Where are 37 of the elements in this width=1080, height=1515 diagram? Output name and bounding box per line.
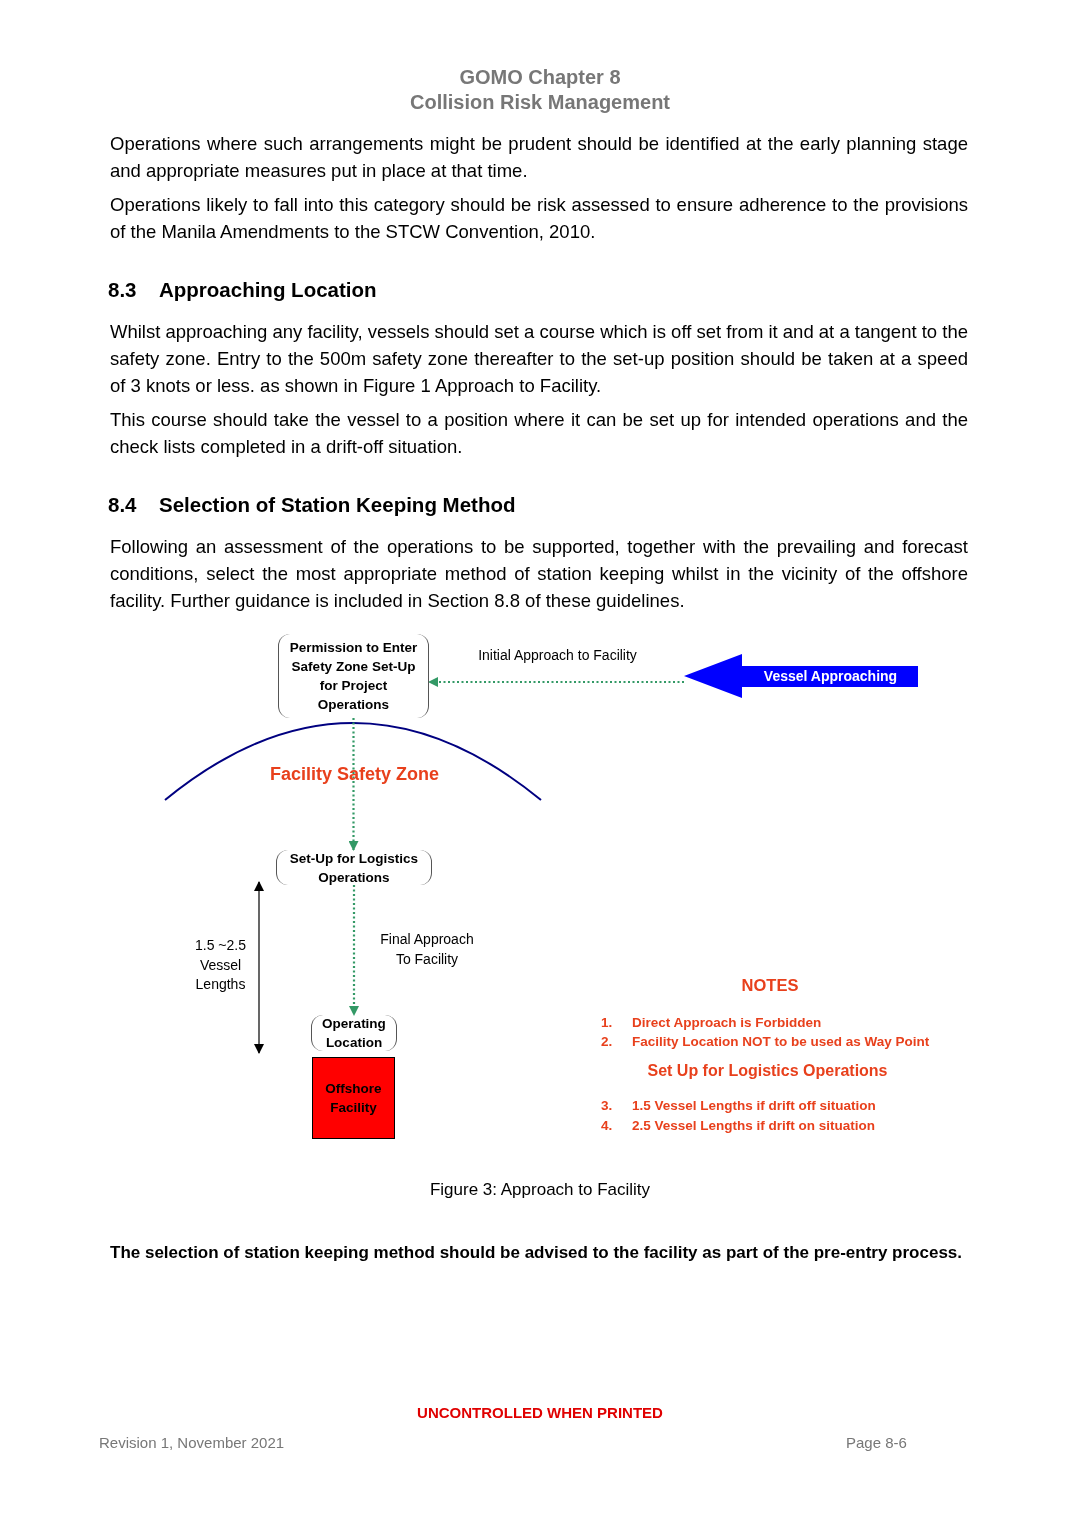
arrow [348, 718, 359, 851]
location-box: Operating Location [311, 1015, 397, 1051]
facility-box: Offshore Facility [312, 1057, 395, 1139]
note-text: 2.5 Vessel Lengths if drift on situation [632, 1118, 877, 1133]
paragraph: This course should take the vessel to a position where it can be set up for intended operations and the check lists completed in a drift-off situation. [110, 408, 968, 459]
dimension-label: 1.5 ~2.5 Vessel Lengths [194, 936, 247, 994]
paragraph: Following an assessment of the operations to be supported, together with the prevailing and forecast conditions, select the most appropriate method of station keeping whilst in the vicinity of the offshore facility. Further guidance is included in Section 8.8 of these guidelines. [110, 535, 968, 613]
paragraph: Whilst approaching any facility, vessels should set a course which is off set from it and at a tangent to the safety zone. Entry to the 500m safety zone thereafter to the set-up position should be taken at a speed of 3 knots or less. as shown in Figure 1 Approach to Facility. [110, 320, 968, 398]
edge-label: Final Approach To Facility [378, 930, 476, 969]
note-number: 2. [601, 1034, 614, 1049]
paragraph: Operations where such arrangements might be prudent should be identified at the early planning stage and appropriate measures put in place at that time. [110, 132, 968, 183]
figure-caption: Figure 3: Approach to Facility [428, 1180, 652, 1200]
note-number: 1. [601, 1015, 614, 1030]
closing-paragraph: The selection of station keeping method should be advised to the facility as part of the pre-entry process. [110, 1242, 964, 1264]
header-title: GOMO Chapter 8 [458, 66, 622, 89]
paragraph: Operations likely to fall into this category should be risk assessed to ensure adherence to the provisions of the Manila Amendments to the STCW Convention, 2010. [110, 193, 968, 244]
notes-heading: NOTES [740, 976, 800, 995]
note-text: 1.5 Vessel Lengths if drift off situation [632, 1098, 877, 1113]
vessel-arrow: Vessel Approaching [684, 654, 919, 699]
footer-page: Page 8-6 [846, 1434, 908, 1451]
footer-notice: UNCONTROLLED WHEN PRINTED [416, 1404, 664, 1421]
note-number: 3. [601, 1098, 614, 1113]
process-box: Permission to Enter Safety Zone Set-Up for Project Operations [278, 634, 429, 718]
process-box: Set-Up for Logistics Operations [276, 850, 432, 885]
note-text: Direct Approach is Forbidden [632, 1015, 823, 1030]
note-text: Facility Location NOT to be used as Way Point [632, 1034, 931, 1049]
header-subtitle: Collision Risk Management [408, 91, 672, 114]
footer-revision: Revision 1, November 2021 [99, 1434, 286, 1451]
note-number: 4. [601, 1118, 614, 1133]
section-heading: Selection of Station Keeping Method [159, 493, 517, 517]
zone-label: Facility Safety Zone [268, 764, 441, 785]
arrow [349, 885, 359, 1016]
section-heading: Approaching Location [159, 278, 378, 302]
section-number: 8.4 [108, 493, 138, 517]
section-number: 8.3 [108, 278, 138, 302]
arrow [428, 677, 684, 687]
notes-subheading: Set Up for Logistics Operations [646, 1062, 889, 1080]
